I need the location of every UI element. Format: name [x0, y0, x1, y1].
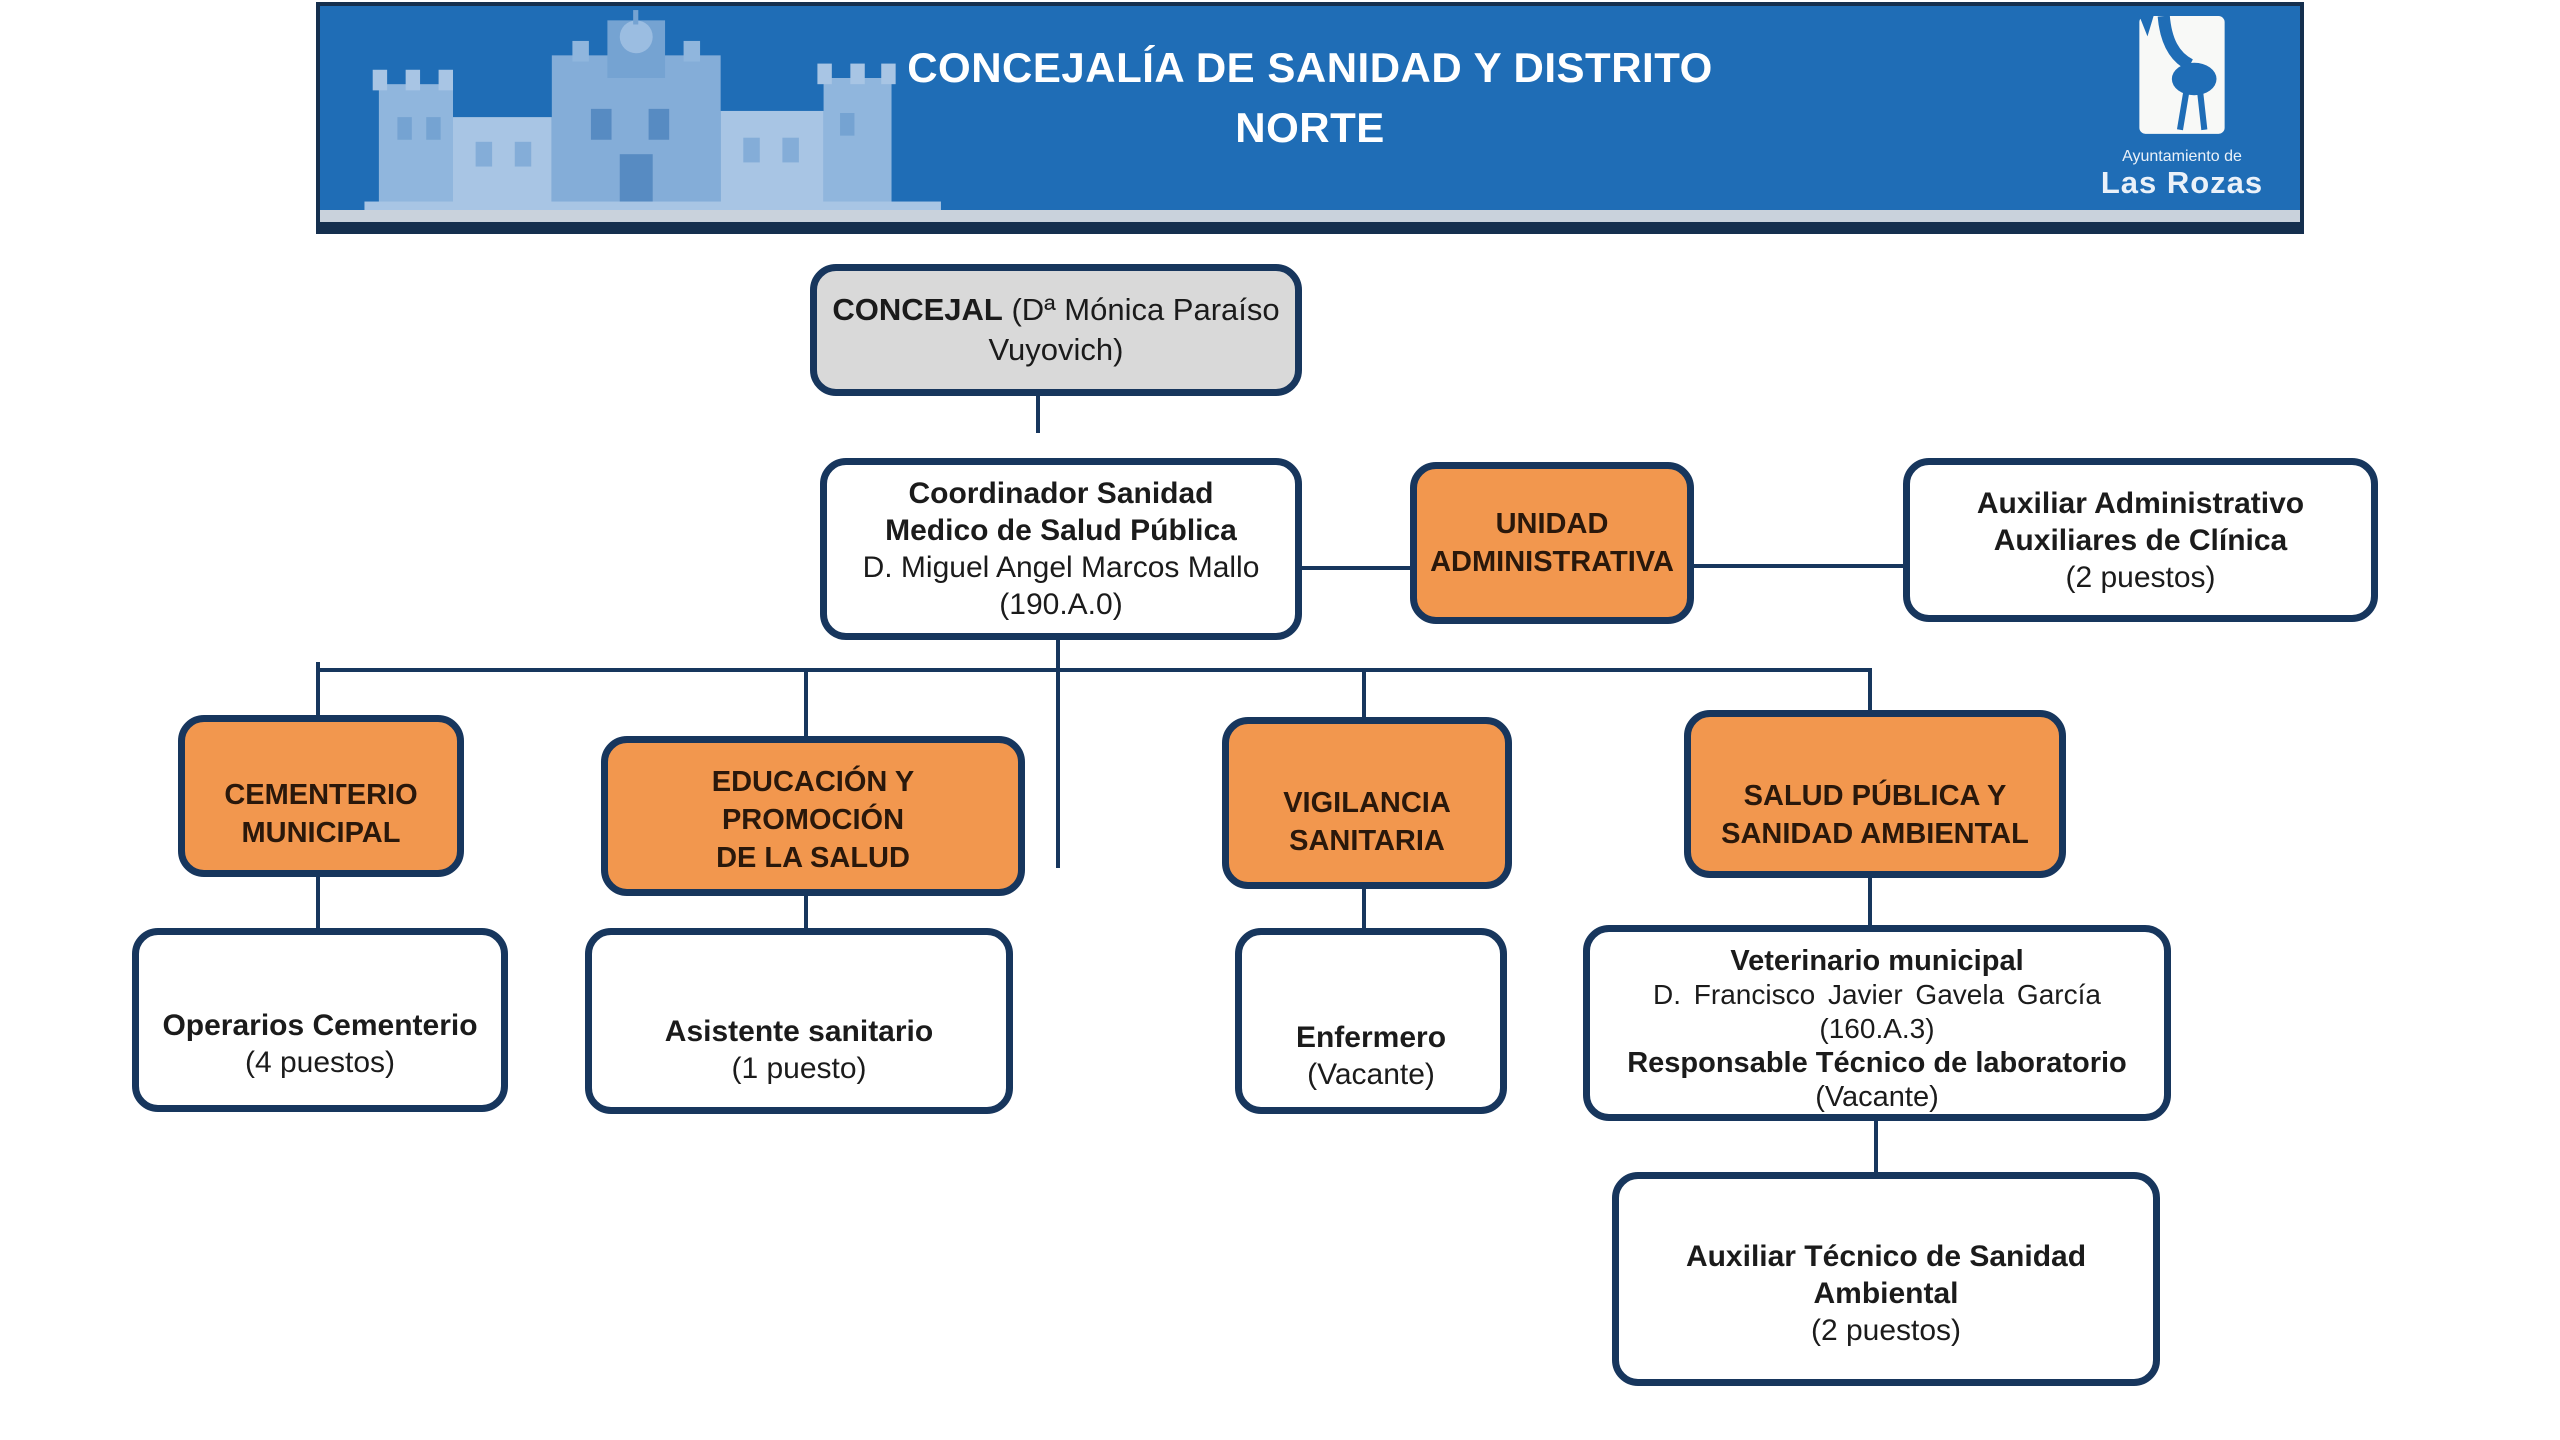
- page-title-line2: NORTE: [1235, 104, 1385, 151]
- connector-coordinador-unidad: [1300, 566, 1410, 570]
- header-stripe: [320, 210, 2300, 222]
- node-coordinador: Coordinador Sanidad Medico de Salud Públ…: [820, 458, 1302, 640]
- node-auxiliar-administrativo: Auxiliar Administrativo Auxiliares de Cl…: [1903, 458, 2378, 622]
- veterinario-line3: Responsable Técnico de laboratorio: [1627, 1047, 2127, 1079]
- enfermero-line1: Enfermero: [1295, 1021, 1447, 1054]
- node-enfermero: Enfermero (Vacante): [1235, 928, 1507, 1114]
- enfermero-line2: (Vacante): [1307, 1058, 1435, 1091]
- header-bottom-bar: [320, 222, 2300, 230]
- connector-drop-educacion: [804, 670, 808, 738]
- logo-text-small: Ayuntamiento de: [2122, 148, 2242, 165]
- connector-drop-salud: [1868, 670, 1872, 713]
- node-vigilancia-sanitaria: VIGILANCIA SANITARIA: [1222, 717, 1512, 889]
- coordinador-line4: (190.A.0): [999, 588, 1123, 621]
- node-unidad-administrativa: UNIDAD ADMINISTRATIVA: [1410, 462, 1694, 624]
- connector-cementerio-operarios: [316, 874, 320, 934]
- asistente-line2: (1 puesto): [731, 1052, 867, 1085]
- auxadmin-line3: (2 puestos): [2065, 560, 2216, 594]
- las-rozas-emblem-icon: [2139, 15, 2225, 134]
- auxtecnico-line2: Ambiental: [1813, 1277, 1959, 1310]
- operarios-line1: Operarios Cementerio: [162, 1009, 478, 1042]
- node-educacion-promocion-salud: EDUCACIÓN Y PROMOCIÓN DE LA SALUD: [601, 736, 1025, 896]
- node-operarios-cementerio: Operarios Cementerio (4 puestos): [132, 928, 508, 1112]
- concejal-holder: (Dª Mónica Paraíso Vuyovich): [988, 292, 1280, 367]
- las-rozas-logo: Ayuntamiento de Las Rozas: [2082, 12, 2282, 199]
- connector-coordinador-down: [1056, 638, 1060, 868]
- coordinador-line1: Coordinador Sanidad: [908, 477, 1214, 510]
- node-veterinario-municipal: Veterinario municipal D. Francisco Javie…: [1583, 925, 2171, 1121]
- auxtecnico-line3: (2 puestos): [1810, 1314, 1962, 1347]
- educacion-line2: DE LA SALUD: [716, 842, 910, 874]
- node-salud-publica-sanidad-ambiental: SALUD PÚBLICA Y SANIDAD AMBIENTAL: [1684, 710, 2066, 878]
- cementerio-line2: MUNICIPAL: [241, 817, 401, 849]
- node-cementerio-municipal: CEMENTERIO MUNICIPAL: [178, 715, 464, 877]
- cementerio-line1: CEMENTERIO: [224, 779, 418, 811]
- vigilancia-line2: SANITARIA: [1289, 825, 1445, 857]
- connector-unidad-auxadmin: [1692, 564, 1903, 568]
- connector-drop-cementerio: [316, 662, 320, 717]
- salud-line1: SALUD PÚBLICA Y: [1743, 780, 2007, 812]
- node-auxiliar-tecnico-sanidad-ambiental: Auxiliar Técnico de Sanidad Ambiental (2…: [1612, 1172, 2160, 1386]
- vigilancia-line1: VIGILANCIA: [1283, 787, 1451, 819]
- logo-text-large: Las Rozas: [2100, 165, 2264, 200]
- connector-salud-veterinario: [1868, 876, 1872, 930]
- connector-vigilancia-enfermero: [1362, 886, 1366, 932]
- town-hall-watermark-image: [364, 10, 941, 216]
- salud-line2: SANIDAD AMBIENTAL: [1721, 818, 2029, 850]
- page-title-line1: CONCEJALÍA DE SANIDAD Y DISTRITO: [907, 44, 1713, 91]
- page-title: CONCEJALÍA DE SANIDAD Y DISTRITO NORTE: [735, 38, 1885, 158]
- coordinador-line2: Medico de Salud Pública: [885, 514, 1237, 547]
- connector-drop-vigilancia: [1362, 670, 1366, 720]
- header-banner: CONCEJALÍA DE SANIDAD Y DISTRITO NORTE A…: [316, 2, 2304, 234]
- veterinario-line4: (Vacante): [1815, 1081, 1939, 1113]
- unidad-line2: ADMINISTRATIVA: [1430, 546, 1674, 578]
- connector-distribution-line: [316, 668, 1872, 672]
- concejal-role: CONCEJAL: [832, 292, 1003, 327]
- auxadmin-line1: Auxiliar Administrativo: [1976, 486, 2305, 520]
- auxtecnico-line1: Auxiliar Técnico de Sanidad: [1685, 1240, 2087, 1273]
- asistente-line1: Asistente sanitario: [664, 1015, 934, 1048]
- node-concejal-label: CONCEJAL (Dª Mónica Paraíso Vuyovich): [831, 290, 1281, 370]
- veterinario-line1: Veterinario municipal: [1730, 945, 2024, 977]
- connector-concejal-coordinador: [1036, 395, 1040, 433]
- connector-educacion-asistente: [804, 893, 808, 934]
- veterinario-line2: D. Francisco Javier Gavela García (160.A…: [1653, 979, 2101, 1044]
- unidad-line1: UNIDAD: [1495, 508, 1609, 540]
- connector-veterinario-auxtecnico: [1874, 1118, 1878, 1174]
- operarios-line2: (4 puestos): [244, 1046, 396, 1079]
- node-concejal: CONCEJAL (Dª Mónica Paraíso Vuyovich): [810, 264, 1302, 396]
- auxadmin-line2: Auxiliares de Clínica: [1993, 523, 2288, 557]
- educacion-line1: EDUCACIÓN Y PROMOCIÓN: [711, 766, 915, 836]
- node-asistente-sanitario: Asistente sanitario (1 puesto): [585, 928, 1013, 1114]
- coordinador-line3: D. Miguel Angel Marcos Mallo: [862, 551, 1260, 584]
